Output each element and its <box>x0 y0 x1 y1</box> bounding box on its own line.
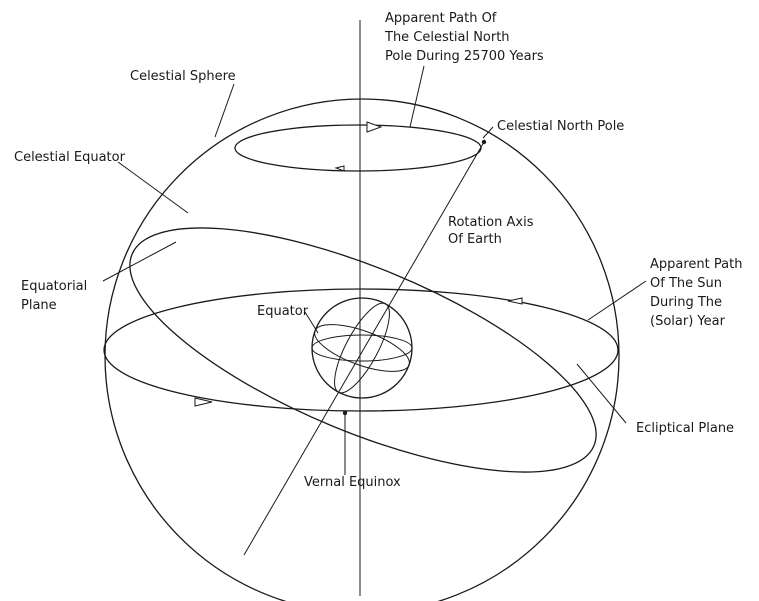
leader-celestial-sphere <box>215 84 234 137</box>
precession-arrow-top <box>367 122 381 132</box>
precession-circle <box>235 125 481 171</box>
label-equatorial-plane-line-1: Equatorial <box>21 279 87 294</box>
label-pole-path-line-2: The Celestial North <box>384 30 510 45</box>
label-sun-path: Apparent Path Of The Sun During The (Sol… <box>650 257 747 329</box>
earth-tilted-ellipse <box>309 315 415 381</box>
label-sun-path-line-4: (Solar) Year <box>650 314 726 329</box>
label-pole-path-line-1: Apparent Path Of <box>385 11 497 26</box>
label-pole-path: Apparent Path Of The Celestial North Pol… <box>384 11 544 64</box>
label-vernal-equinox: Vernal Equinox <box>304 475 401 490</box>
label-ecliptical-plane: Ecliptical Plane <box>636 421 734 436</box>
ecliptic-ellipse <box>104 289 618 411</box>
vernal-equinox-dot <box>343 411 347 415</box>
label-sun-path-line-1: Apparent Path <box>650 257 742 272</box>
leader-sun-path <box>588 281 646 320</box>
label-celestial-sphere: Celestial Sphere <box>130 69 236 84</box>
label-equatorial-plane-line-2: Plane <box>21 298 57 313</box>
ecliptic-arrow-right <box>508 298 522 304</box>
label-sun-path-line-2: Of The Sun <box>650 276 722 291</box>
label-equator: Equator <box>257 304 309 319</box>
leader-celestial-north-pole <box>483 127 493 138</box>
earth-equator-ellipse <box>312 335 412 361</box>
celestial-sphere <box>105 99 619 601</box>
label-equatorial-plane: Equatorial Plane <box>21 279 91 313</box>
label-rotation-axis-line-1: Rotation Axis <box>448 215 534 230</box>
label-sun-path-line-3: During The <box>650 295 722 310</box>
label-rotation-axis: Rotation Axis Of Earth <box>448 215 538 247</box>
earth <box>312 298 412 398</box>
leader-equatorial-plane <box>103 242 176 281</box>
earth-meridian-ellipse <box>324 296 399 399</box>
rotation-axis-line <box>244 142 484 555</box>
label-rotation-axis-line-2: Of Earth <box>448 232 502 247</box>
leader-pole-path <box>410 66 424 127</box>
celestial-north-pole-dot <box>482 140 486 144</box>
label-celestial-north-pole: Celestial North Pole <box>497 119 624 134</box>
label-celestial-equator: Celestial Equator <box>14 150 126 165</box>
label-pole-path-line-3: Pole During 25700 Years <box>385 49 544 64</box>
